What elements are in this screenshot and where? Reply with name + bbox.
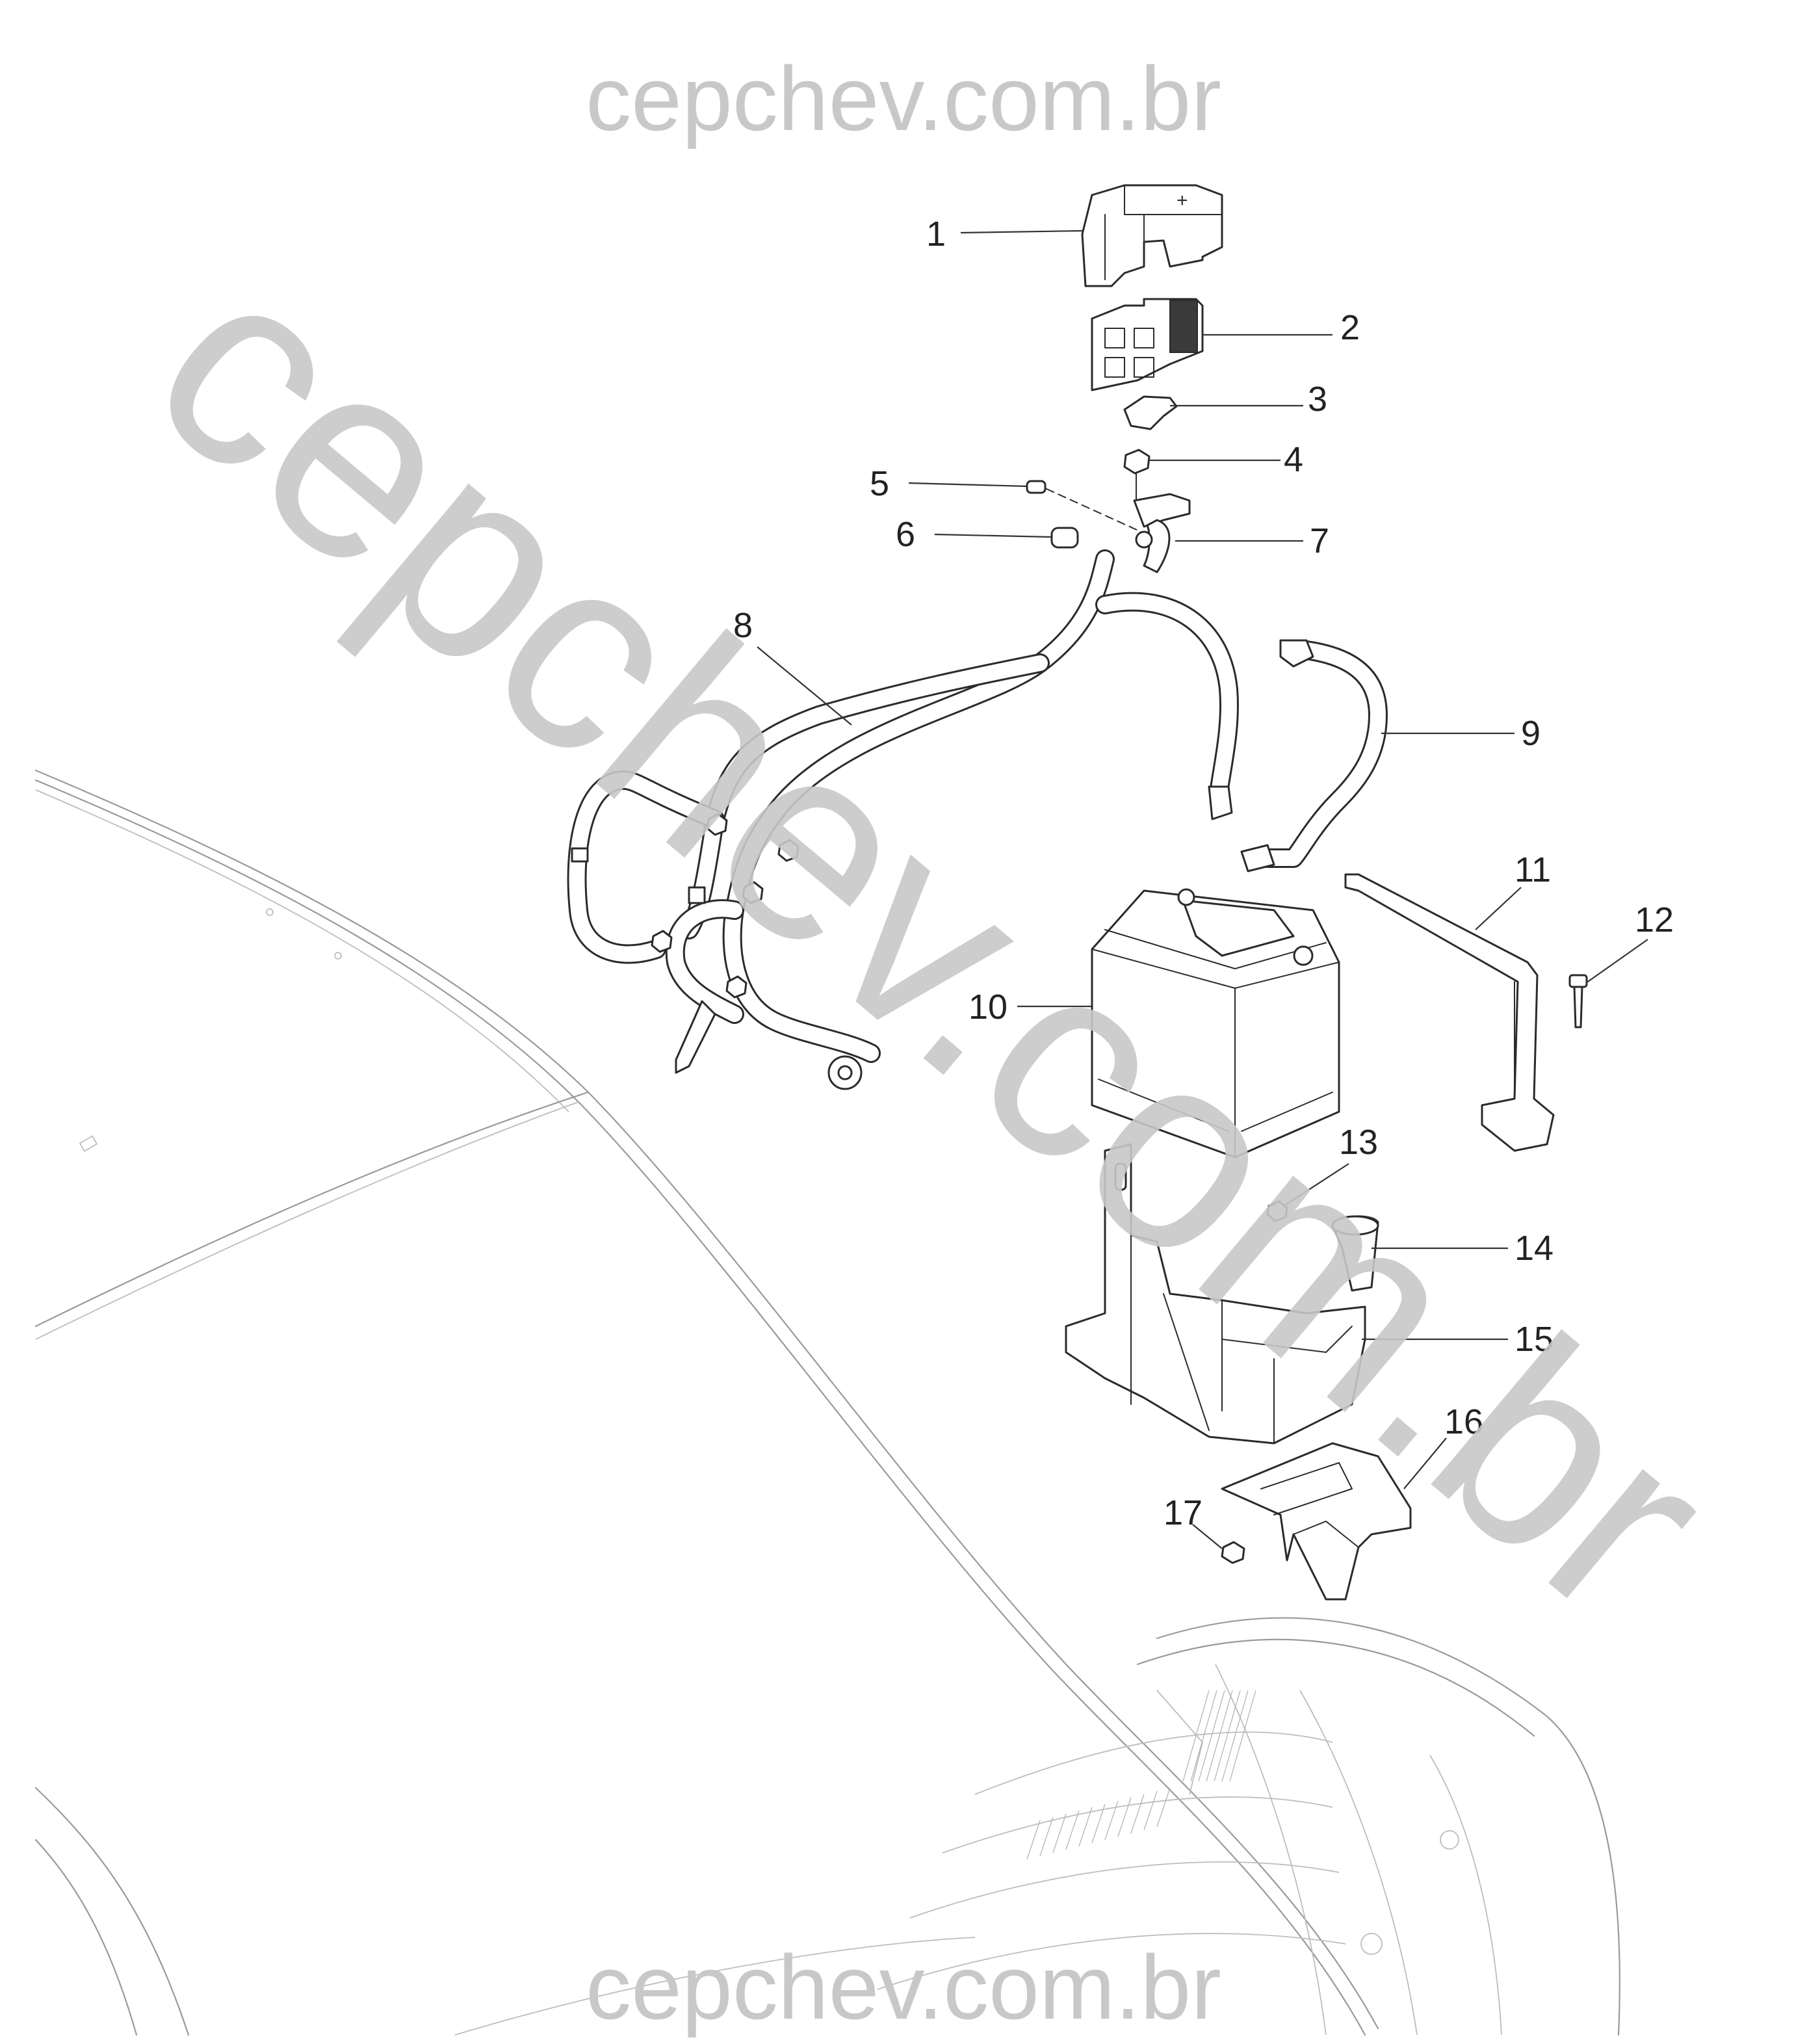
callout-14: 14 — [1514, 1229, 1554, 1268]
callout-3: 3 — [1308, 380, 1327, 419]
callout-9: 9 — [1521, 714, 1540, 753]
part-16-support-bracket — [1221, 1442, 1412, 1601]
part-15-battery-tray — [1065, 1143, 1366, 1445]
part-17-nut-icon — [1221, 1541, 1245, 1564]
callout-7: 7 — [1310, 521, 1329, 560]
callout-15: 15 — [1514, 1320, 1554, 1359]
leader-lines — [757, 229, 1648, 1549]
part-11-hold-down-bracket — [1344, 873, 1555, 1152]
callout-12: 12 — [1635, 900, 1674, 939]
part-7-cable-lug — [1133, 493, 1191, 573]
svg-text:+: + — [1176, 190, 1188, 211]
part-5-bolt-icon — [1026, 480, 1046, 494]
callout-11: 11 — [1514, 850, 1551, 889]
callout-8: 8 — [733, 606, 753, 645]
cowl-hatching — [1026, 1690, 1256, 1860]
part-10-battery-icon — [1091, 888, 1340, 1159]
callout-13: 13 — [1339, 1123, 1378, 1162]
callout-5: 5 — [870, 464, 889, 503]
callout-6: 6 — [896, 515, 915, 554]
part-9-ground-cable — [1240, 639, 1388, 872]
callout-1: 1 — [926, 215, 946, 254]
watermark-bottom: cepchev.com.br — [586, 1936, 1221, 2038]
callout-4: 4 — [1284, 440, 1303, 479]
watermark-top: cepchev.com.br — [586, 47, 1221, 150]
part-1-terminal-cover: + — [1081, 184, 1223, 287]
part-8-main-harness — [567, 549, 1239, 1090]
callout-16: 16 — [1444, 1402, 1483, 1441]
callout-numbers: 1 2 3 4 5 6 7 8 9 10 11 12 13 14 15 16 1… — [733, 215, 1674, 1532]
part-4-nut-icon — [1123, 449, 1150, 501]
part-13-screw-icon — [1266, 1200, 1288, 1222]
callout-17: 17 — [1164, 1493, 1202, 1532]
part-3-clip — [1123, 395, 1178, 430]
vehicle-outline — [34, 769, 1620, 2036]
watermark-diagonal: cepchev.com.br — [99, 206, 1765, 1676]
part-6-bolt-icon — [1050, 527, 1079, 549]
part-14-sleeve — [1331, 1215, 1379, 1292]
callout-10: 10 — [968, 988, 1008, 1027]
callout-2: 2 — [1340, 308, 1360, 347]
part-2-fuse-block — [1091, 298, 1204, 391]
part-12-bolt-icon — [1568, 974, 1588, 1029]
